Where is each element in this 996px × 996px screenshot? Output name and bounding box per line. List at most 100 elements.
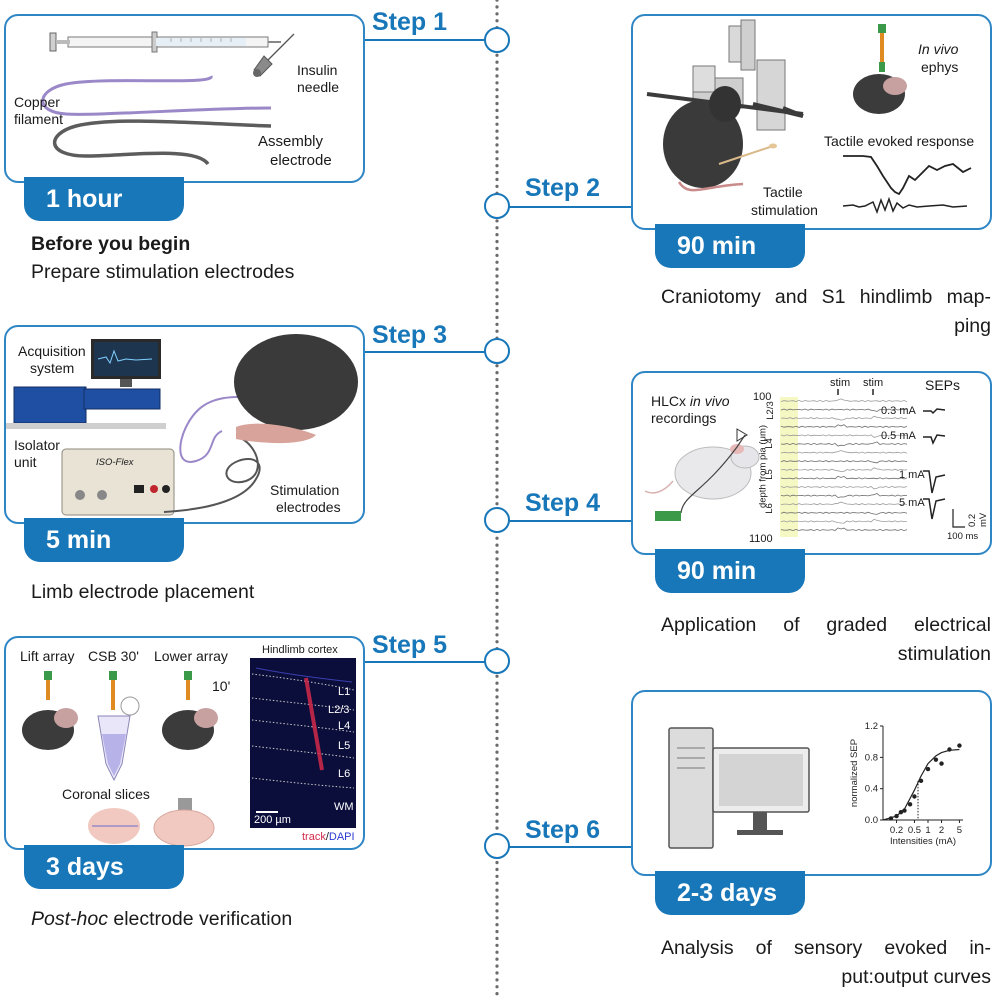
caption-word: graded bbox=[826, 614, 888, 636]
x-tick-label: 2 bbox=[939, 825, 944, 836]
data-point bbox=[939, 761, 944, 766]
iso-flex-brand: ISO-Flex bbox=[96, 457, 134, 468]
channel-trace bbox=[780, 450, 908, 454]
sep-trace-03 bbox=[923, 408, 946, 415]
isolator-label: Isolator bbox=[14, 437, 60, 453]
data-point bbox=[933, 757, 939, 762]
intensity-5: 5 mA bbox=[899, 497, 925, 509]
channel-trace bbox=[780, 408, 908, 412]
channel-trace bbox=[780, 441, 908, 447]
histo-layer-l6: L6 bbox=[338, 768, 351, 780]
channel-trace bbox=[780, 467, 908, 472]
assembly-label: Assembly bbox=[258, 133, 324, 150]
recording-wire bbox=[680, 434, 746, 514]
channel-trace bbox=[780, 424, 908, 428]
step1-panel: Insulin needle Copper filament Assembly … bbox=[4, 14, 365, 183]
needle-label: needle bbox=[297, 79, 340, 95]
data-point bbox=[925, 766, 931, 772]
insulin-label: Insulin bbox=[297, 62, 338, 78]
caption-word: of bbox=[783, 614, 800, 636]
system-label: system bbox=[30, 360, 75, 376]
electrode-label: electrode bbox=[270, 152, 332, 169]
step6-node bbox=[484, 833, 510, 859]
caption-word: electrical bbox=[914, 614, 991, 636]
step2-node bbox=[484, 193, 510, 219]
electrode-track bbox=[304, 677, 324, 771]
layer-l23: L2/3 bbox=[764, 401, 776, 420]
acquisition-box-icon bbox=[6, 386, 166, 429]
channel-trace bbox=[780, 511, 908, 515]
channel-trace bbox=[780, 485, 908, 490]
histology-title: Hindlimb cortex bbox=[262, 644, 338, 656]
monitor-icon bbox=[91, 339, 161, 387]
needle-icon bbox=[253, 33, 295, 77]
sep-trace-1 bbox=[923, 470, 946, 494]
step4-illustration bbox=[644, 389, 965, 537]
layer-l4: L4 bbox=[763, 438, 775, 449]
histo-layer-wm: WM bbox=[334, 801, 354, 813]
step2-panel: In vivo ephys Tactile evoked response Ta… bbox=[631, 14, 992, 230]
stimulation-label: Stimulation bbox=[270, 482, 340, 498]
step4-panel: HLCx in vivo recordings 100 1100 depth f… bbox=[631, 371, 992, 555]
step6-label: Step 6 bbox=[525, 816, 601, 844]
sep-trace-5 bbox=[923, 498, 946, 520]
step3-node bbox=[484, 338, 510, 364]
step1-illustration bbox=[41, 31, 295, 166]
isolator-unit-icon bbox=[61, 448, 175, 516]
step4-caption-line2: stimulation bbox=[897, 643, 991, 665]
scale-voltage: 0.2 mV bbox=[967, 512, 989, 527]
intensity-03: 0.3 mA bbox=[881, 405, 916, 417]
channel-trace bbox=[780, 398, 908, 403]
stim-window bbox=[780, 397, 798, 537]
tactile-evoked-label: Tactile evoked response bbox=[824, 133, 975, 149]
spike-trace bbox=[842, 196, 968, 215]
step6-duration-badge: 2-3 days bbox=[655, 871, 805, 915]
step6-connector bbox=[497, 846, 632, 848]
layer-l5: L5 bbox=[763, 469, 775, 480]
x-tick-label: 0.2 bbox=[890, 825, 903, 836]
mouse-icon bbox=[663, 86, 744, 192]
x-tick-label: 0.5 bbox=[908, 825, 921, 836]
step5-caption: Post-hoc electrode verification bbox=[31, 903, 292, 936]
step1-node bbox=[484, 27, 510, 53]
y-tick-label: 0.8 bbox=[865, 752, 878, 763]
probe-icon bbox=[44, 671, 52, 700]
y-tick-label: 1.2 bbox=[865, 721, 878, 732]
electrodes-label: electrodes bbox=[276, 499, 341, 515]
recordings-label: recordings bbox=[651, 410, 717, 426]
depth-bottom-tick: 1100 bbox=[749, 533, 773, 545]
step3-panel: Acquisition system Isolator unit ISO-Fle… bbox=[4, 325, 365, 524]
step1-duration-badge: 1 hour bbox=[24, 177, 184, 221]
channel-trace bbox=[780, 434, 908, 438]
step5-label: Step 5 bbox=[372, 631, 448, 659]
y-tick-label: 0.4 bbox=[865, 784, 878, 795]
tactile-probe-icon bbox=[718, 143, 777, 165]
step2-label: Step 2 bbox=[525, 174, 601, 202]
data-point bbox=[902, 808, 907, 813]
legend-sep: / bbox=[325, 831, 329, 843]
channel-trace bbox=[780, 460, 908, 464]
step2-connector bbox=[497, 206, 632, 208]
x-tick-label: 5 bbox=[957, 825, 962, 836]
computer-icon bbox=[668, 727, 810, 849]
stim-label-1: stim bbox=[830, 377, 851, 389]
tactile-label: Tactile bbox=[763, 184, 803, 200]
legend-dapi: DAPI bbox=[328, 831, 355, 843]
step4-caption-line1: Application of graded electrical bbox=[661, 609, 991, 642]
data-point bbox=[888, 816, 894, 821]
unit-label: unit bbox=[14, 454, 37, 470]
histo-layer-l1: L1 bbox=[338, 686, 351, 698]
channel-trace bbox=[780, 501, 908, 506]
intensity-05: 0.5 mA bbox=[881, 430, 916, 442]
coronal-label: Coronal slices bbox=[62, 786, 150, 802]
caption-rest: electrode verification bbox=[107, 908, 293, 930]
probe-icon bbox=[109, 671, 117, 710]
step5-panel: Lift array CSB 30' Lower array 10' Coron… bbox=[4, 636, 365, 850]
step2-duration-badge: 90 min bbox=[655, 224, 805, 268]
step3-duration-badge: 5 min bbox=[24, 518, 184, 562]
layer-l6: L6 bbox=[763, 503, 775, 514]
data-point bbox=[957, 743, 962, 748]
step2-caption-line1: Craniotomy and S1 hindlimb map- bbox=[661, 286, 991, 308]
histology-legend: track/DAPI bbox=[302, 831, 355, 843]
x-tick-label: 1 bbox=[925, 825, 930, 836]
